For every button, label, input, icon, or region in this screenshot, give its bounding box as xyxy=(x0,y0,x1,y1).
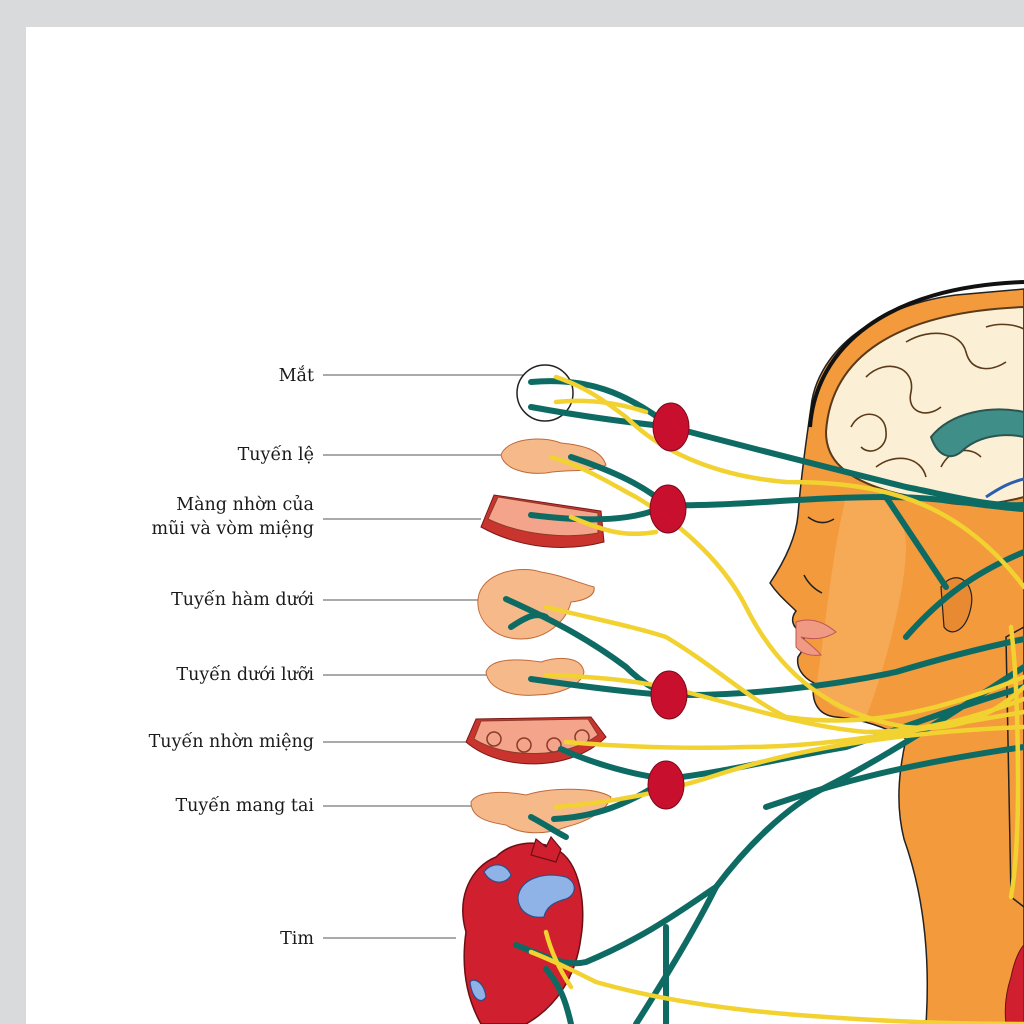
label-submandibular-gland: Tuyến hàm dưới xyxy=(171,590,314,610)
submandibular-gland xyxy=(477,569,595,640)
label-sublingual-gland: Tuyến dưới lưỡi xyxy=(176,665,314,685)
nervous-system-illustration xyxy=(323,280,1024,1024)
skull-outline xyxy=(808,280,1024,428)
sympathetic-nerves xyxy=(528,374,1024,1024)
closed-eye xyxy=(807,516,835,524)
label-parotid-gland: Tuyến mang tai xyxy=(175,796,314,816)
face-highlight xyxy=(816,494,906,717)
partial-organ xyxy=(1004,944,1024,1024)
brain-ventricle xyxy=(929,408,1024,458)
pterygopalatine-ganglion xyxy=(649,484,687,534)
label-heart: Tim xyxy=(280,929,314,949)
label-eye: Mắt xyxy=(278,366,314,386)
ganglia xyxy=(647,402,690,810)
label-oral-mucous-gland: Tuyến nhờn miệng xyxy=(148,732,314,752)
submandibular-ganglion xyxy=(650,670,688,720)
lips xyxy=(795,619,837,656)
label-lacrimal-gland: Tuyến lệ xyxy=(237,445,314,465)
label-nasal-palatal-mucosa: Màng nhờn của mũi và vòm miệng xyxy=(151,495,314,539)
otic-ganglion xyxy=(647,760,685,810)
leader-lines xyxy=(323,374,541,939)
nose xyxy=(803,574,823,594)
ciliary-ganglion xyxy=(652,402,690,452)
brain-stem-blue xyxy=(985,477,1024,499)
ear xyxy=(940,577,973,633)
diagram-page: Mắt Tuyến lệ Màng nhờn của mũi và vòm mi… xyxy=(26,27,1024,1024)
